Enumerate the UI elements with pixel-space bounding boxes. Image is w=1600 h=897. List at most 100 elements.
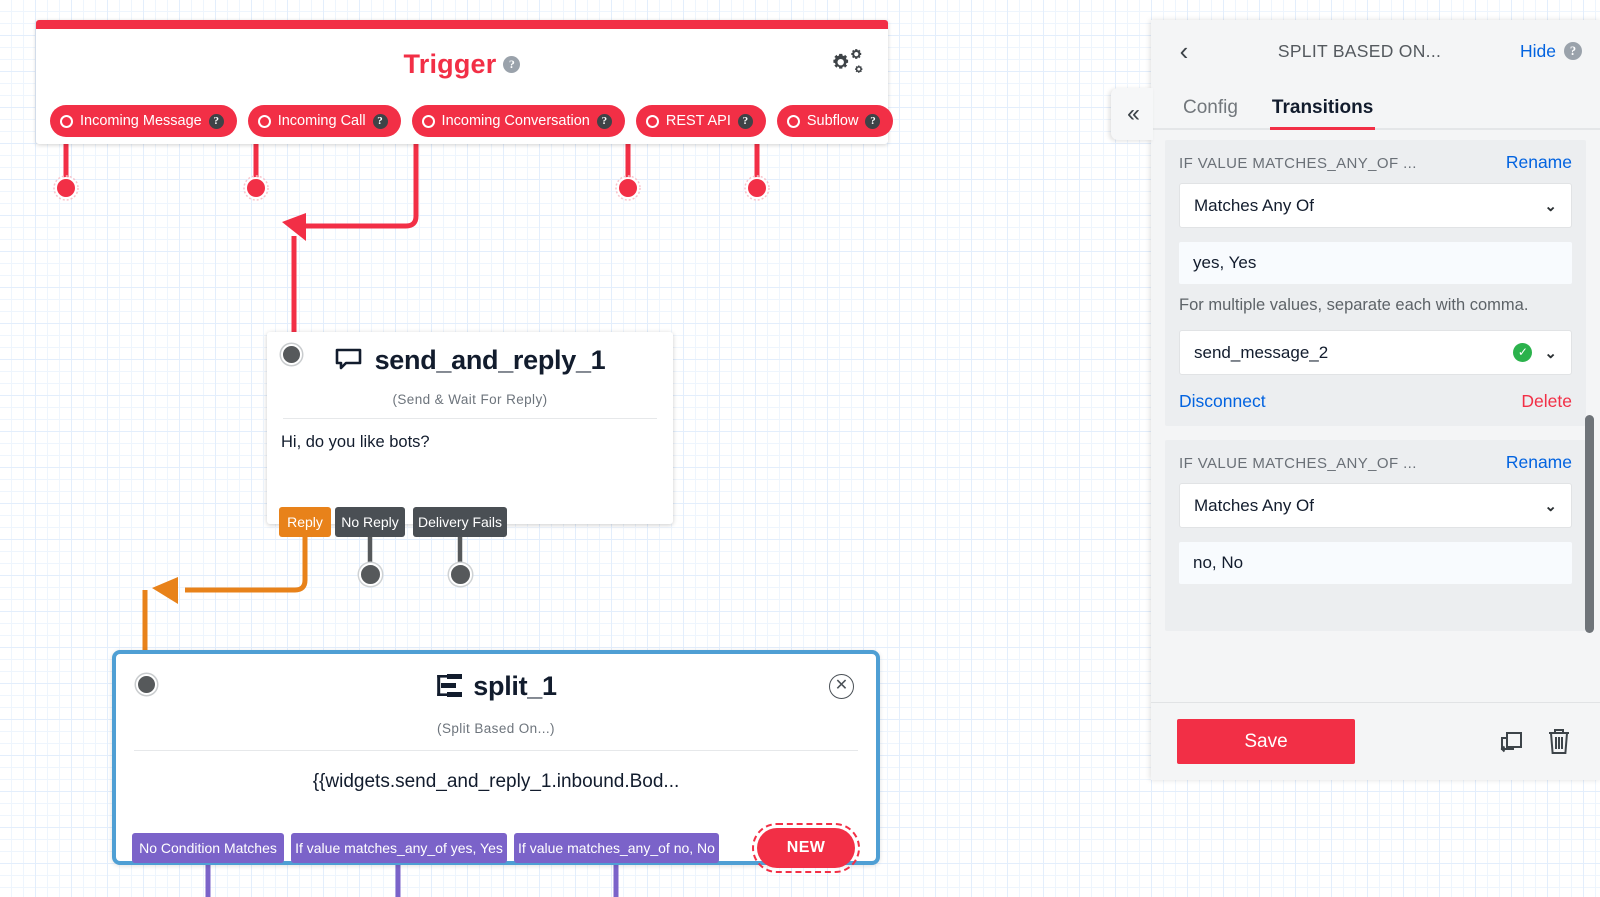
condition-select-value: Matches Any Of xyxy=(1194,195,1314,215)
widget-input-connector[interactable] xyxy=(136,674,157,695)
circle-outline-icon xyxy=(60,114,73,128)
transition-label: IF VALUE MATCHES_ANY_OF ... xyxy=(1179,155,1417,172)
transition-actions: Disconnect Delete xyxy=(1179,391,1572,412)
trigger-pill-label: Incoming Call xyxy=(277,113,366,129)
transition-card-2[interactable]: IF VALUE MATCHES_ANY_OF ... Rename Match… xyxy=(1165,440,1586,631)
trigger-pill-incoming-call[interactable]: Incoming Call ? xyxy=(247,105,401,137)
widget-subtitle: (Split Based On...) xyxy=(437,721,555,737)
output-tab-label: No Reply xyxy=(341,514,399,530)
widget-subtitle: (Send & Wait For Reply) xyxy=(392,391,548,407)
widget-title-row: split_1 xyxy=(435,671,557,702)
footer-icon-group xyxy=(1496,726,1574,758)
trash-icon[interactable] xyxy=(1544,726,1574,758)
panel-scroll-area[interactable]: IF VALUE MATCHES_ANY_OF ... Rename Match… xyxy=(1151,130,1600,702)
chevron-down-icon: ⌄ xyxy=(1544,197,1557,215)
condition-select-value: Matches Any Of xyxy=(1194,495,1314,515)
help-icon[interactable]: ? xyxy=(372,113,388,129)
output-tab-match-no[interactable]: If value matches_any_of no, No xyxy=(514,833,719,863)
panel-header: ‹ SPLIT BASED ON... Hide ? xyxy=(1151,20,1600,82)
double-chevron-left-icon: ‹‹ xyxy=(1127,100,1140,127)
split-icon xyxy=(437,674,463,698)
condition-value-input[interactable]: no, No xyxy=(1179,542,1572,585)
widget-title: send_and_reply_1 xyxy=(374,345,606,375)
widget-header: send_and_reply_1 xyxy=(267,332,673,379)
tab-transitions[interactable]: Transitions xyxy=(1269,97,1376,130)
widget-title: split_1 xyxy=(473,671,557,701)
circle-outline-icon xyxy=(645,114,659,128)
help-icon[interactable]: ? xyxy=(737,113,753,129)
transition-card-1[interactable]: IF VALUE MATCHES_ANY_OF ... Rename Match… xyxy=(1165,140,1586,427)
rename-button[interactable]: Rename xyxy=(1505,152,1572,172)
circle-outline-icon xyxy=(257,114,271,128)
trigger-pill-label: REST API xyxy=(665,113,731,129)
inspector-panel[interactable]: ‹‹ ‹ SPLIT BASED ON... Hide ? Config Tra… xyxy=(1111,20,1600,780)
condition-value-text: no, No xyxy=(1193,553,1244,573)
trigger-pill-incoming-message[interactable]: Incoming Message ? xyxy=(50,105,237,137)
target-widget-select[interactable]: send_message_2 ✓ ⌄ xyxy=(1179,330,1572,376)
circle-outline-icon xyxy=(421,114,435,128)
trigger-pill-rest-api[interactable]: REST API ? xyxy=(635,105,766,137)
panel-title: SPLIT BASED ON... xyxy=(1277,40,1442,61)
widget-input-connector[interactable] xyxy=(281,344,302,365)
output-tab-delivery-fails[interactable]: Delivery Fails xyxy=(413,507,507,537)
panel-footer: Save xyxy=(1151,702,1600,780)
chevron-down-icon: ⌄ xyxy=(1544,344,1557,362)
check-circle-icon: ✓ xyxy=(1513,343,1533,363)
save-button[interactable]: Save xyxy=(1177,719,1355,764)
condition-value-input[interactable]: yes, Yes xyxy=(1179,242,1572,284)
collapse-panel-button[interactable]: ‹‹ xyxy=(1111,88,1153,140)
trigger-pill-row: Incoming Message ? Incoming Call ? Incom… xyxy=(50,105,894,137)
trigger-pill-subflow[interactable]: Subflow ? xyxy=(776,105,894,137)
panel-tabs: Config Transitions xyxy=(1151,82,1600,130)
chat-bubble-icon xyxy=(335,348,361,370)
delete-transition-button[interactable]: Delete xyxy=(1521,391,1572,412)
condition-hint: For multiple values, separate each with … xyxy=(1179,296,1529,314)
gears-icon[interactable] xyxy=(828,47,866,81)
output-tab-no-reply[interactable]: No Reply xyxy=(335,507,405,537)
transition-header: IF VALUE MATCHES_ANY_OF ... Rename xyxy=(1179,152,1572,173)
condition-value-text: yes, Yes xyxy=(1193,253,1257,272)
output-tab-match-yes[interactable]: If value matches_any_of yes, Yes xyxy=(291,833,507,863)
tab-label: Config xyxy=(1183,97,1238,118)
widget-body-text: {{widgets.send_and_reply_1.inbound.Bod..… xyxy=(312,771,680,793)
circle-outline-icon xyxy=(786,114,800,128)
condition-select[interactable]: Matches Any Of ⌄ xyxy=(1179,483,1572,529)
widget-send-and-reply-1[interactable]: send_and_reply_1 (Send & Wait For Reply)… xyxy=(267,332,673,524)
panel-scrollbar-thumb[interactable] xyxy=(1585,415,1594,633)
disconnect-button[interactable]: Disconnect xyxy=(1179,391,1266,412)
help-icon[interactable]: ? xyxy=(596,113,612,129)
duplicate-icon[interactable] xyxy=(1496,727,1526,757)
help-icon[interactable]: ? xyxy=(865,113,881,129)
widget-title-row: send_and_reply_1 xyxy=(335,345,606,376)
output-tab-label: No Condition Matches xyxy=(139,840,277,856)
condition-select[interactable]: Matches Any Of ⌄ xyxy=(1179,183,1572,228)
output-tab-label: Delivery Fails xyxy=(418,514,503,530)
target-widget-value: send_message_2 xyxy=(1194,342,1329,362)
chevron-down-icon: ⌄ xyxy=(1544,497,1557,515)
output-endpoint-no-reply[interactable] xyxy=(359,563,382,586)
trigger-card[interactable]: Trigger ? Incoming Message ? Incoming Ca… xyxy=(36,20,894,144)
add-transition-button[interactable]: NEW xyxy=(752,823,860,873)
hide-button[interactable]: Hide xyxy=(1520,40,1556,61)
output-tab-no-condition-matches[interactable]: No Condition Matches xyxy=(132,833,284,863)
rename-button[interactable]: Rename xyxy=(1505,452,1572,473)
transition-label: IF VALUE MATCHES_ANY_OF ... xyxy=(1179,455,1417,473)
trigger-pill-incoming-conversation[interactable]: Incoming Conversation ? xyxy=(411,105,625,137)
widget-body-text: Hi, do you like bots? xyxy=(281,432,430,451)
widget-header: split_1 xyxy=(116,654,876,705)
trigger-pill-label: Incoming Message xyxy=(80,113,202,129)
tab-config[interactable]: Config xyxy=(1183,97,1238,128)
chevron-left-icon[interactable]: ‹ xyxy=(1179,36,1189,66)
transition-header: IF VALUE MATCHES_ANY_OF ... Rename xyxy=(1179,452,1572,473)
output-tab-reply[interactable]: Reply xyxy=(279,507,331,537)
help-icon[interactable]: ? xyxy=(503,56,521,73)
trigger-pill-label: Incoming Conversation xyxy=(441,113,590,129)
close-icon[interactable]: ✕ xyxy=(829,674,854,699)
help-icon[interactable]: ? xyxy=(208,113,224,129)
help-icon[interactable]: ? xyxy=(1564,42,1582,60)
output-endpoint-delivery-fails[interactable] xyxy=(449,563,472,586)
output-tab-label: If value matches_any_of no, No xyxy=(518,840,715,856)
widget-split-1[interactable]: ✕ split_1 (Split Based On...) {{widgets.… xyxy=(112,650,880,865)
add-transition-label: NEW xyxy=(786,839,826,856)
divider xyxy=(283,417,657,419)
